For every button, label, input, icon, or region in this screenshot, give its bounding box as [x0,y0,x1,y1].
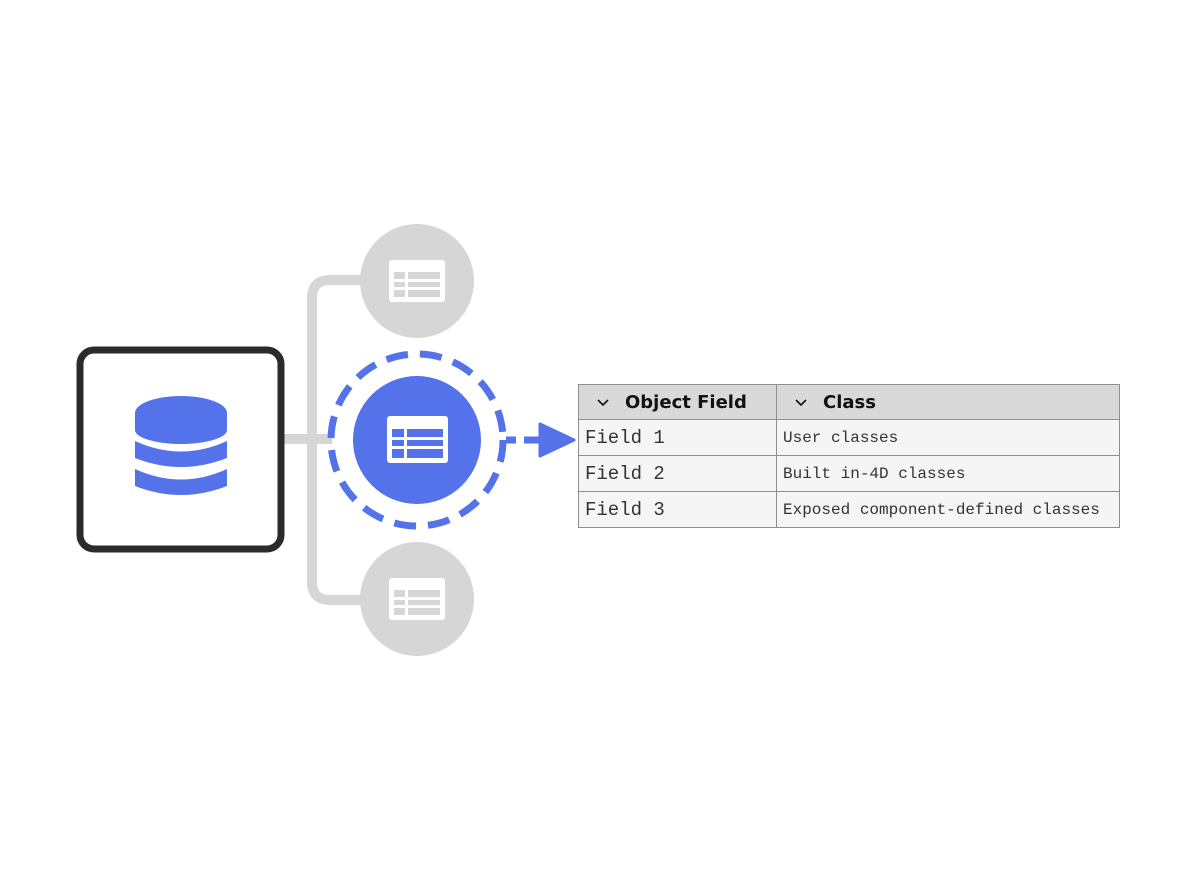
table-icon [389,260,445,302]
database-box [76,346,285,553]
database-source [76,346,285,553]
table-row: Field 1 User classes [578,419,1120,456]
table-node-selected [327,350,507,530]
field-cell: Field 1 [578,419,777,456]
table-icon [389,578,445,620]
class-cell: Built in-4D classes [776,455,1120,492]
class-table-container: Object Field Class Field [578,384,1120,528]
database-icon [135,396,227,495]
field-cell: Field 3 [578,491,777,528]
table-node-top [360,224,474,338]
table-header-row: Object Field Class [578,384,1120,420]
column-header-class[interactable]: Class [776,384,1120,420]
class-table: Object Field Class Field [578,384,1120,528]
class-cell: Exposed component-defined classes [776,491,1120,528]
arrow-icon [506,422,576,458]
column-header-label: Object Field [625,391,747,413]
class-cell: User classes [776,419,1120,456]
table-row: Field 3 Exposed component-defined classe… [578,491,1120,528]
table-row: Field 2 Built in-4D classes [578,455,1120,492]
column-header-object-field[interactable]: Object Field [578,384,777,420]
connector-lines [282,275,362,605]
column-header-label: Class [823,391,876,413]
field-cell: Field 2 [578,455,777,492]
table-node-bottom [360,542,474,656]
chevron-down-icon [597,399,609,407]
chevron-down-icon [795,399,807,407]
table-icon [387,416,448,463]
selection-ring [327,350,507,530]
